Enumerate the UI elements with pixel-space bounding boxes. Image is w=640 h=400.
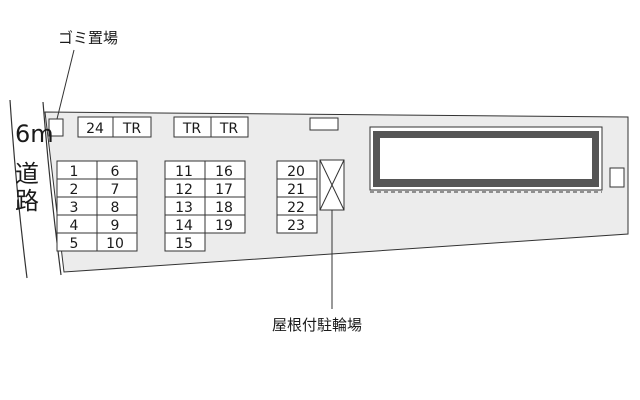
slot-label: TR [122, 121, 142, 137]
slot-box [164, 232, 206, 252]
bike-parking-label: 屋根付駐輪場 [272, 316, 362, 334]
road-width-label: 6m [15, 120, 54, 148]
slot-label: 20 [287, 164, 305, 180]
slot-label: 16 [215, 164, 233, 180]
slot-label: 1 [70, 164, 79, 180]
top-row-slots: 24 TR TR TR [77, 116, 249, 138]
slot-label: 22 [287, 200, 305, 216]
slots-col-d: 16 17 18 19 [204, 160, 246, 234]
utility-box [309, 117, 339, 131]
bike-parking-cross-2 [319, 159, 345, 211]
slot-label: 10 [106, 236, 124, 252]
slot-label: 9 [111, 218, 120, 234]
slot-label: 17 [215, 182, 233, 198]
slot-label: 11 [175, 164, 193, 180]
slot-label: 4 [70, 218, 79, 234]
slot-label: 8 [111, 200, 120, 216]
slot-label: 7 [111, 182, 120, 198]
slots-col-e: 20 21 22 23 [276, 160, 318, 234]
slot-label: TR [182, 121, 202, 137]
road-kanji-1: 道 [15, 160, 39, 188]
slot-label: 15 [175, 236, 193, 252]
slot-label: 24 [86, 121, 104, 137]
slots-col-b: 6 7 8 9 10 [96, 160, 138, 252]
building [369, 126, 625, 193]
slot-label: 21 [287, 182, 305, 198]
slot-box [204, 214, 246, 234]
slot-label: 13 [175, 200, 193, 216]
slot-label: 12 [175, 182, 193, 198]
slot-box [96, 232, 138, 252]
slot-label: 3 [70, 200, 79, 216]
slot-label: 5 [70, 236, 79, 252]
garbage-leader-line [56, 49, 75, 120]
slots-col-c: 11 12 13 14 15 [164, 160, 206, 252]
slot-label: 18 [215, 200, 233, 216]
slot-box [276, 214, 318, 234]
building-side-box [609, 167, 625, 188]
slot-label: 14 [175, 218, 193, 234]
road-kanji-2: 路 [15, 187, 39, 215]
road-edge-left [9, 99, 28, 279]
building-interior [380, 138, 592, 179]
slot-label: 19 [215, 218, 233, 234]
garbage-label: ゴミ置場 [58, 29, 118, 47]
slot-label: 6 [111, 164, 120, 180]
road-edge-right [42, 101, 62, 276]
slot-label: TR [219, 121, 239, 137]
slot-label: 2 [70, 182, 79, 198]
garbage-box [48, 118, 64, 137]
slots-col-a: 1 2 3 4 5 [56, 160, 98, 252]
slot-box [112, 116, 152, 138]
slot-label: 23 [287, 218, 305, 234]
bike-parking-structure [319, 159, 345, 211]
slot-box [210, 116, 249, 138]
